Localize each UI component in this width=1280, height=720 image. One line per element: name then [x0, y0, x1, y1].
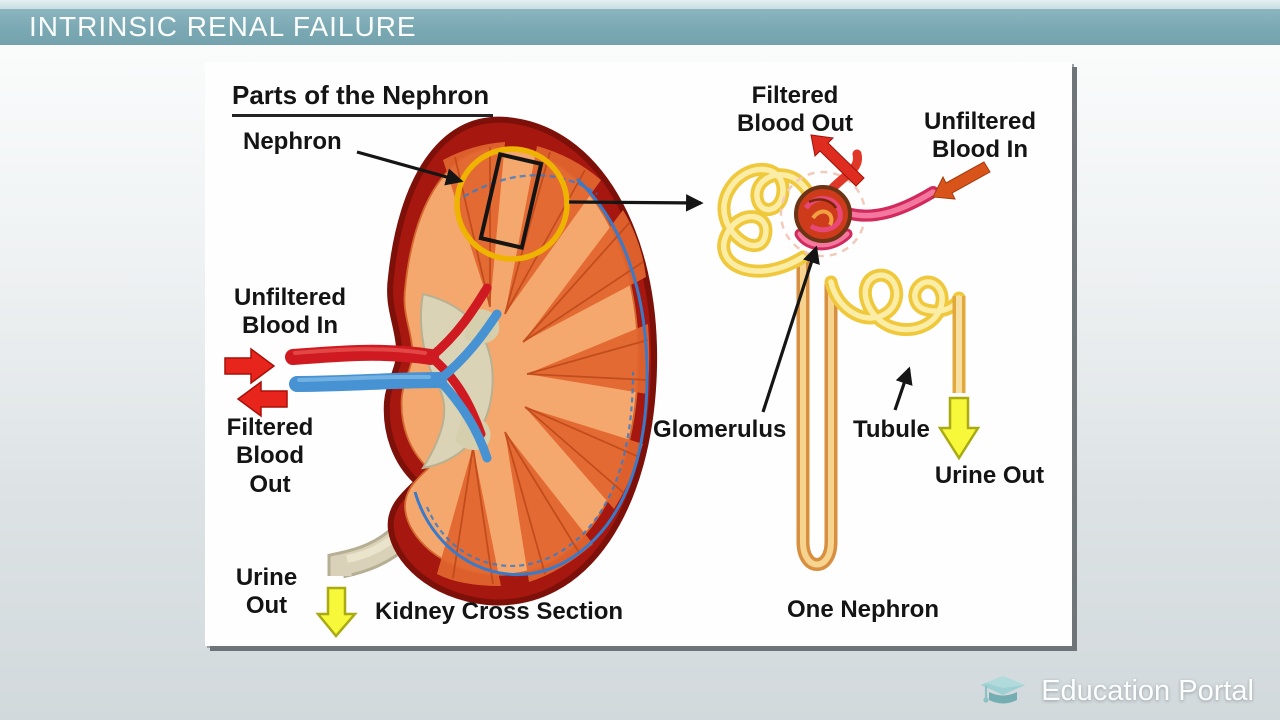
- header-title-bar: INTRINSIC RENAL FAILURE: [0, 9, 1280, 45]
- afferent-vessel: [794, 186, 939, 251]
- header-bar: INTRINSIC RENAL FAILURE: [0, 0, 1280, 45]
- distal-tubule: [824, 268, 966, 337]
- unfiltered-blood-in-label-right: Unfiltered Blood In: [923, 108, 1036, 164]
- nephron-leader-arrow: [356, 150, 464, 186]
- nephron-highlight-circle: [454, 146, 570, 262]
- nephron-highlight-box: [478, 151, 544, 251]
- leader-arrows: [356, 150, 704, 212]
- proximal-tubule: [717, 163, 824, 278]
- brand-name: Education Portal: [1041, 674, 1254, 707]
- graduation-cap-icon: [981, 676, 1026, 704]
- glomerulus-leader-arrow: [761, 245, 820, 413]
- kidney-illustration: [285, 120, 654, 603]
- glomerulus: [794, 185, 852, 243]
- tubule-label: Tubule: [853, 416, 930, 443]
- one-nephron-caption: One Nephron: [787, 596, 940, 623]
- unfiltered-blood-in-label-left: Unfiltered Blood In: [233, 284, 346, 340]
- urine-out-label-right: Urine Out: [934, 462, 1045, 489]
- tubule-leader-arrow: [893, 366, 913, 411]
- anatomy-illustration: [224, 62, 991, 638]
- filtered-blood-out-arrow: [236, 380, 288, 418]
- kidney-to-nephron-arrow: [568, 194, 704, 212]
- kidney-vein-network: [413, 174, 649, 577]
- loop-of-henle: [796, 254, 838, 571]
- nephron-illustration: [717, 134, 991, 571]
- kidney-cross-section-caption: Kidney Cross Section: [375, 598, 624, 625]
- urine-out-arrow-right: [937, 396, 981, 461]
- nephron-label: Nephron: [243, 128, 342, 155]
- branding: Education Portal: [979, 670, 1254, 712]
- unfiltered-blood-in-arrow: [224, 347, 276, 385]
- urine-out-arrow-left: [315, 586, 358, 638]
- urine-out-label-left: Urine Out: [235, 564, 298, 620]
- page-title: INTRINSIC RENAL FAILURE: [29, 11, 417, 42]
- cortex-striations: [452, 147, 649, 585]
- unfiltered-blood-in-arrow-right: [932, 161, 991, 200]
- filtered-blood-out-arrow-right: [810, 134, 865, 187]
- renal-vein: [289, 309, 502, 463]
- glomerulus-label: Glomerulus: [653, 416, 787, 443]
- filtered-blood-out-label-left: Filtered Blood Out: [226, 414, 314, 498]
- header-top-strip: [0, 0, 1280, 9]
- diagram-title: Parts of the Nephron: [232, 80, 494, 117]
- filtered-blood-out-label-right: Filtered Blood Out: [737, 82, 853, 138]
- content-panel: Parts of the Nephron Nephron Unfiltered …: [205, 62, 1072, 646]
